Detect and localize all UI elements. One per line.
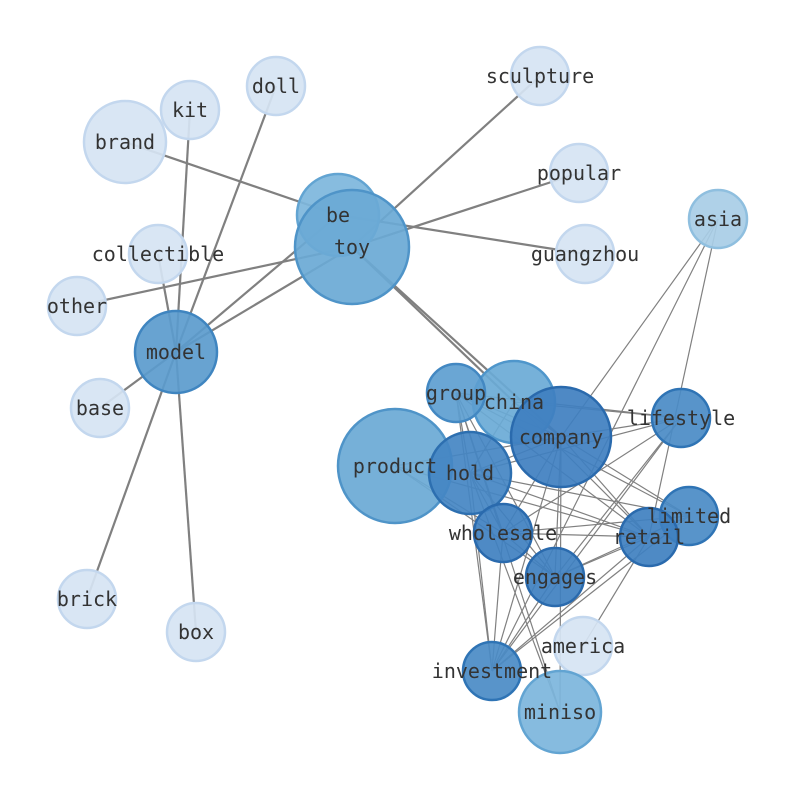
- node-guangzhou: [554, 223, 616, 285]
- node-toy: [293, 188, 411, 306]
- node-label-miniso: miniso: [524, 700, 596, 724]
- node-investment: [461, 640, 523, 702]
- node-label-doll: doll: [252, 74, 300, 98]
- edge-model-doll: [174, 85, 278, 353]
- node-label-lifestyle: lifestyle: [627, 406, 735, 430]
- node-label-hold: hold: [446, 461, 494, 485]
- node-america: [552, 615, 614, 677]
- edge-model-brick: [85, 351, 178, 600]
- node-label-america: america: [541, 634, 625, 658]
- node-group: [425, 362, 487, 424]
- node-label-brand: brand: [95, 130, 155, 154]
- node-label-retail: retail: [613, 525, 685, 549]
- edge-lifestyle-investment: [491, 417, 682, 672]
- node-box: [165, 601, 227, 663]
- node-label-popular: popular: [537, 161, 621, 185]
- node-doll: [245, 55, 307, 117]
- node-miniso: [517, 669, 603, 755]
- node-wholesale: [472, 502, 534, 564]
- node-model: [133, 309, 219, 395]
- node-label-asia: asia: [694, 207, 742, 231]
- node-retail: [618, 506, 680, 568]
- labels-layer: kit doll brand sculpture popular asia collecti…: [47, 64, 742, 724]
- node-label-box: box: [178, 620, 214, 644]
- node-label-group: group: [426, 381, 486, 405]
- node-hold: [427, 430, 513, 516]
- node-label-product: product: [353, 454, 437, 478]
- node-asia: [687, 188, 749, 250]
- node-label-engages: engages: [513, 565, 597, 589]
- node-base: [69, 377, 131, 439]
- node-label-be: be: [326, 203, 350, 227]
- node-brick: [56, 568, 118, 630]
- node-label-model: model: [146, 340, 206, 364]
- node-other: [46, 275, 108, 337]
- node-label-kit: kit: [172, 98, 208, 122]
- node-engages: [524, 546, 586, 608]
- node-label-investment: investment: [432, 659, 552, 683]
- node-collectible: [127, 223, 189, 285]
- edge-asia-retail: [648, 218, 719, 538]
- node-lifestyle: [650, 387, 712, 449]
- node-company: [509, 385, 613, 489]
- node-label-china: china: [484, 390, 544, 414]
- node-label-base: base: [76, 396, 124, 420]
- node-label-other: other: [47, 294, 107, 318]
- edge-retail-investment: [491, 536, 650, 672]
- node-popular: [548, 142, 610, 204]
- node-label-guangzhou: guangzhou: [531, 242, 639, 266]
- node-label-sculpture: sculpture: [486, 64, 594, 88]
- node-label-toy: toy: [334, 235, 370, 259]
- node-label-collectible: collectible: [92, 242, 224, 266]
- node-label-company: company: [519, 425, 603, 449]
- node-kit: [159, 79, 221, 141]
- node-label-brick: brick: [57, 587, 117, 611]
- node-sculpture: [509, 45, 571, 107]
- node-label-limited: limited: [647, 504, 731, 528]
- node-brand: [82, 99, 168, 185]
- edge-model-box: [174, 351, 198, 633]
- nodes-layer: [46, 45, 749, 755]
- node-label-wholesale: wholesale: [449, 521, 557, 545]
- edge-lifestyle-engages: [554, 417, 682, 578]
